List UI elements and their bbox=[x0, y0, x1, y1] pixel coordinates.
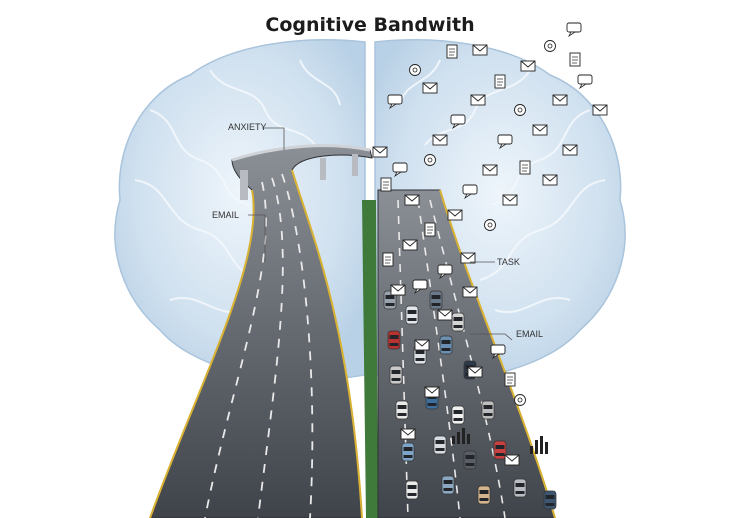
car-icon bbox=[387, 330, 401, 350]
email-left-label: EMAIL bbox=[212, 210, 239, 220]
car-icon bbox=[477, 485, 491, 505]
envelope-icon bbox=[562, 144, 578, 156]
car-icon bbox=[441, 475, 455, 495]
support-pillar bbox=[320, 158, 326, 180]
car-icon bbox=[439, 335, 453, 355]
envelope-icon bbox=[402, 239, 418, 251]
diagram-title: Cognitive Bandwith bbox=[265, 14, 475, 36]
envelope-icon bbox=[390, 284, 406, 296]
envelope-icon bbox=[414, 339, 430, 351]
envelope-icon bbox=[432, 134, 448, 146]
car-icon bbox=[433, 435, 447, 455]
chat-bubble-icon bbox=[566, 22, 582, 37]
envelope-icon bbox=[552, 94, 568, 106]
document-icon bbox=[446, 44, 458, 59]
envelope-icon bbox=[424, 386, 440, 398]
document-icon bbox=[382, 252, 394, 267]
envelope-icon bbox=[437, 309, 453, 321]
email-left-leader-line bbox=[248, 214, 266, 262]
envelope-icon bbox=[520, 60, 536, 72]
document-icon bbox=[569, 52, 581, 67]
envelope-icon bbox=[592, 104, 608, 116]
document-icon bbox=[424, 222, 436, 237]
envelope-icon bbox=[400, 428, 416, 440]
envelope-icon bbox=[467, 366, 483, 378]
envelope-icon bbox=[502, 194, 518, 206]
car-icon bbox=[451, 405, 465, 425]
envelope-icon bbox=[504, 454, 520, 466]
envelope-icon bbox=[422, 82, 438, 94]
envelope-icon bbox=[372, 146, 388, 158]
car-icon bbox=[493, 440, 507, 460]
anxiety-label: ANXIETY bbox=[228, 122, 267, 132]
clear-highway bbox=[149, 144, 373, 518]
support-pillar bbox=[352, 154, 358, 176]
envelope-icon bbox=[460, 252, 476, 264]
notification-bell-icon bbox=[409, 64, 421, 76]
car-icon bbox=[429, 290, 443, 310]
chat-bubble-icon bbox=[577, 74, 593, 89]
envelope-icon bbox=[447, 209, 463, 221]
car-icon bbox=[451, 312, 465, 332]
support-pillar bbox=[240, 170, 248, 200]
car-icon bbox=[389, 365, 403, 385]
notification-bell-icon bbox=[514, 394, 526, 406]
envelope-icon bbox=[404, 194, 420, 206]
envelope-icon bbox=[472, 44, 488, 56]
car-icon bbox=[405, 305, 419, 325]
document-icon bbox=[519, 160, 531, 175]
car-icon bbox=[405, 480, 419, 500]
at-sign-icon bbox=[484, 219, 496, 231]
bar-chart-icon bbox=[452, 428, 548, 454]
at-sign-icon bbox=[544, 40, 556, 52]
car-icon bbox=[463, 450, 477, 470]
envelope-icon bbox=[532, 124, 548, 136]
document-icon bbox=[380, 177, 392, 192]
car-icon bbox=[481, 400, 495, 420]
envelope-icon bbox=[470, 94, 486, 106]
congested-highway bbox=[377, 189, 556, 518]
car-icon bbox=[513, 478, 527, 498]
envelope-icon bbox=[462, 286, 478, 298]
envelope-icon bbox=[482, 164, 498, 176]
car-icon bbox=[543, 490, 557, 510]
median-strip bbox=[362, 200, 378, 518]
notification-bell-icon bbox=[424, 154, 436, 166]
notification-bell-icon bbox=[514, 104, 526, 116]
document-icon bbox=[494, 74, 506, 89]
car-icon bbox=[395, 400, 409, 420]
task-label: TASK bbox=[497, 257, 520, 267]
anxiety-leader-line bbox=[262, 127, 285, 150]
document-icon bbox=[504, 372, 516, 387]
email-right-label: EMAIL bbox=[516, 329, 543, 339]
car-icon bbox=[401, 442, 415, 462]
envelope-icon bbox=[542, 174, 558, 186]
email-right-leader-line bbox=[470, 333, 513, 341]
